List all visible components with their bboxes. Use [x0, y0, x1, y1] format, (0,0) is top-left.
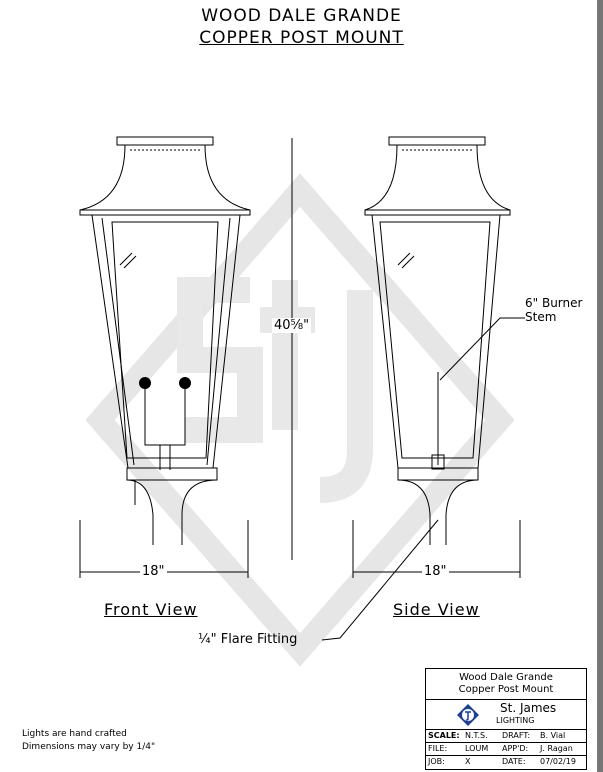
- appd-label: APP'D:: [502, 744, 529, 753]
- flare-fitting-callout: ¼" Flare Fitting: [198, 632, 298, 647]
- front-view-lamp: [79, 136, 251, 545]
- height-dimension: 40⅝": [272, 318, 312, 333]
- title-block-name: Wood Dale Grande Copper Post Mount: [426, 669, 586, 700]
- side-width-dimension: 18": [422, 564, 449, 579]
- note-hand-crafted: Lights are hand crafted: [22, 729, 127, 739]
- appd-value: J. Ragan: [540, 744, 573, 753]
- side-view-label: Side View: [393, 600, 480, 619]
- front-width-dimension: 18": [140, 564, 167, 579]
- title-block-row-file: FILE: LOUM APP'D: J. Ragan: [426, 743, 586, 756]
- front-view-label: Front View: [104, 600, 198, 619]
- job-value: X: [465, 757, 471, 766]
- company-name: St. James: [500, 701, 557, 715]
- drawing-title: WOOD DALE GRANDE: [201, 6, 402, 26]
- drawing-subtitle: COPPER POST MOUNT: [199, 28, 404, 48]
- side-view-lamp: [364, 136, 511, 545]
- date-value: 07/02/19: [540, 757, 576, 766]
- title-block: Wood Dale Grande Copper Post Mount St. J…: [425, 668, 587, 770]
- title-block-name-line1: Wood Dale Grande: [459, 672, 553, 683]
- front-flames: [139, 377, 191, 389]
- note-dimensions: Dimensions may vary by 1/4": [22, 742, 156, 752]
- draft-value: B. Vial: [540, 731, 566, 740]
- date-label: DATE:: [502, 757, 526, 766]
- watermark-letters: [177, 277, 373, 503]
- file-label: FILE:: [428, 744, 448, 753]
- title-block-company: St. James LIGHTING: [426, 700, 586, 730]
- draft-label: DRAFT:: [502, 731, 531, 740]
- scale-value: N.T.S.: [465, 731, 488, 740]
- watermark-logo: [85, 173, 515, 667]
- title-block-row-scale: SCALE: N.T.S. DRAFT: B. Vial: [426, 730, 586, 743]
- burner-callout-line1: 6" Burner: [525, 296, 583, 310]
- title-block-name-line2: Copper Post Mount: [458, 684, 554, 695]
- job-label: JOB:: [428, 757, 445, 766]
- st-james-logo-icon: [457, 704, 479, 726]
- title-block-row-job: JOB: X DATE: 07/02/19: [426, 756, 586, 768]
- scale-label: SCALE:: [428, 731, 460, 740]
- burner-callout-line2: Stem: [525, 310, 557, 324]
- company-sub: LIGHTING: [496, 716, 535, 725]
- sheet-border: [597, 0, 603, 772]
- file-value: LOUM: [465, 744, 489, 753]
